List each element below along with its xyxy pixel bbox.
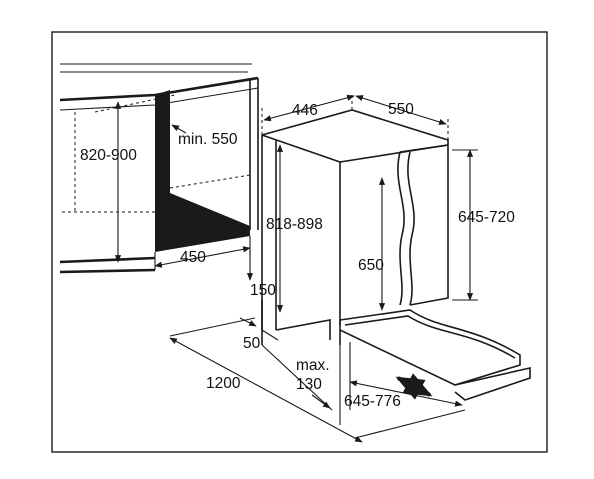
door-panel <box>397 144 449 306</box>
appliance-width-label: 446 <box>292 102 318 119</box>
plinth-gap-label: 50 <box>243 335 261 352</box>
door-travel-label: 645-776 <box>344 393 401 410</box>
niche-shadow <box>155 90 250 252</box>
niche-depth-label: min. 550 <box>178 131 238 148</box>
plinth-height-label: 150 <box>250 282 276 299</box>
total-depth-label: 1200 <box>206 375 241 392</box>
appliance-depth-label: 550 <box>388 101 414 118</box>
plinth-recess-value: 130 <box>296 376 322 393</box>
niche-width-label: 450 <box>180 249 206 266</box>
door-height-label: 645-720 <box>458 209 515 226</box>
appliance-height-label: 818-898 <box>266 216 323 233</box>
plinth-recess-label: max. <box>296 357 330 374</box>
cabinet-height-label: 820-900 <box>80 147 137 164</box>
diagram-frame <box>51 31 548 453</box>
open-door <box>339 309 531 401</box>
inner-height-label: 650 <box>358 257 384 274</box>
